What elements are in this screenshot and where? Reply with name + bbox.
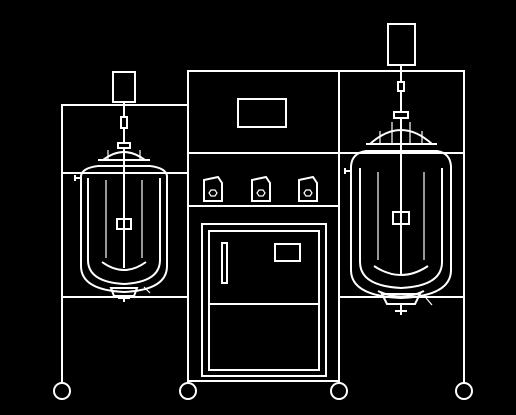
cabinet-outline <box>187 70 340 382</box>
caster-wheel <box>179 381 197 400</box>
caster-wheel <box>53 382 71 400</box>
left-vessel <box>74 71 168 302</box>
right-vessel <box>344 23 452 315</box>
door-handle <box>221 242 228 284</box>
hex-knob <box>298 175 318 202</box>
indicator-panel <box>274 243 301 262</box>
right-sight-glass <box>380 293 422 305</box>
hex-knob <box>203 175 223 202</box>
right-motor <box>387 23 416 66</box>
left-sight-glass <box>109 287 139 297</box>
left-motor <box>112 71 136 103</box>
caster-wheel <box>330 381 348 400</box>
cabinet-door <box>201 223 327 377</box>
hex-knob <box>251 175 271 202</box>
caster-wheel <box>455 382 473 400</box>
control-cabinet <box>187 70 340 382</box>
display-screen <box>237 98 287 128</box>
